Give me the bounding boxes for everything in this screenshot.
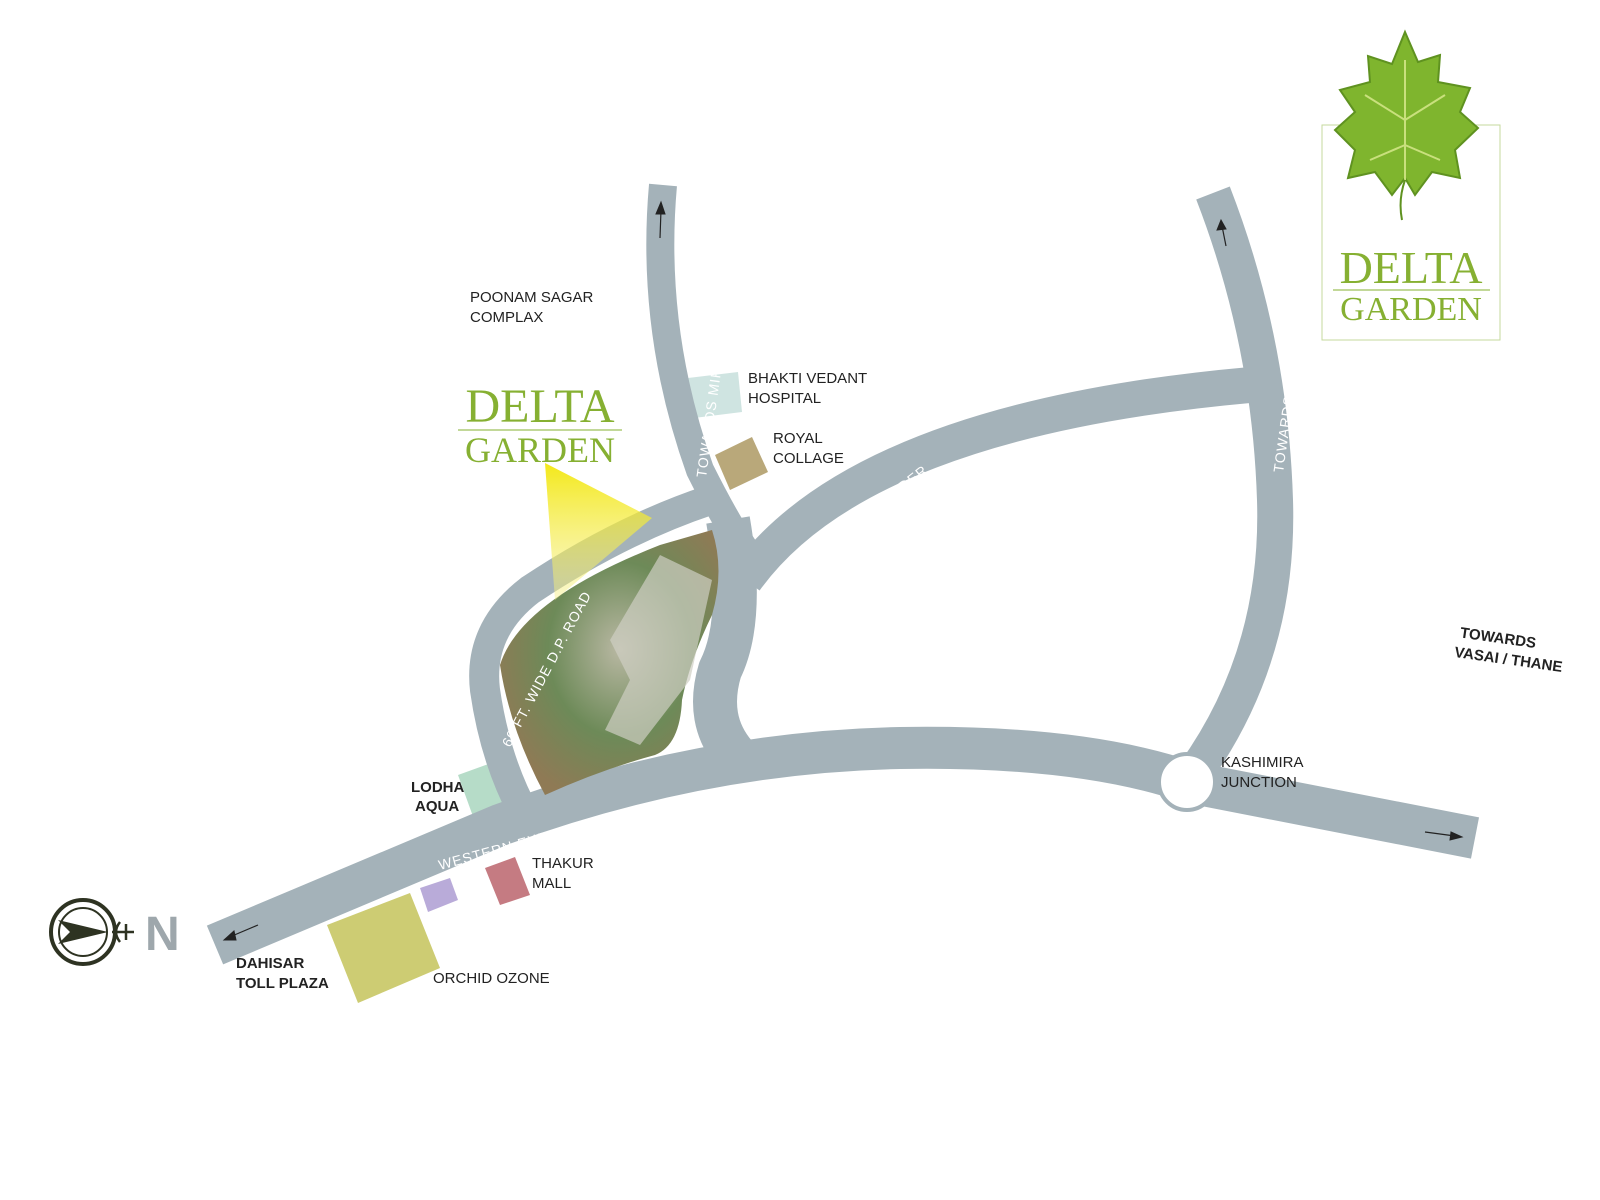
label-mira-bhaynder: TOWARDS MIRA BHAYNDER ROAD [1270, 214, 1322, 474]
svg-text:GARDEN: GARDEN [1340, 291, 1482, 328]
project-site-buildings [605, 555, 712, 745]
compass-rose-icon [49, 898, 134, 966]
label-towards-vasai-thane: TOWARDSVASAI / THANE [1453, 624, 1566, 676]
parcel-orchid-ozone [327, 893, 440, 1003]
parcel-royal-collage [715, 437, 768, 490]
project-pointer-beam [545, 463, 652, 600]
road-mira-bhaynder [1173, 186, 1294, 793]
label-orchid-ozone: ORCHID OZONE [433, 970, 550, 987]
arrow-up-icon [655, 200, 666, 239]
grape-leaf-icon [1333, 29, 1480, 221]
svg-text:DELTA: DELTA [1340, 242, 1483, 293]
arrow-right-icon [1424, 831, 1464, 841]
road-western-express-highway [206, 726, 1480, 965]
parcel-thakur-mall [485, 857, 530, 905]
road-bhaynder [730, 367, 1252, 591]
kashimira-roundabout [1157, 752, 1217, 812]
arrow-up-icon [1216, 218, 1227, 247]
brand-logo: DELTA GARDEN [1321, 29, 1501, 341]
compass-north-label: N [145, 908, 180, 961]
parcel-bhakti-vedant-hospital [688, 372, 742, 418]
svg-text:GARDEN: GARDEN [465, 430, 615, 470]
road-junction-link [693, 516, 757, 770]
arrow-left-icon [222, 924, 259, 941]
parcel-purple [420, 878, 458, 912]
label-mira-road: TOWARDS MIRA ROAD STATION [693, 238, 742, 479]
svg-text:DELTA: DELTA [465, 380, 614, 433]
project-marker-title: DELTA GARDEN [458, 380, 622, 470]
